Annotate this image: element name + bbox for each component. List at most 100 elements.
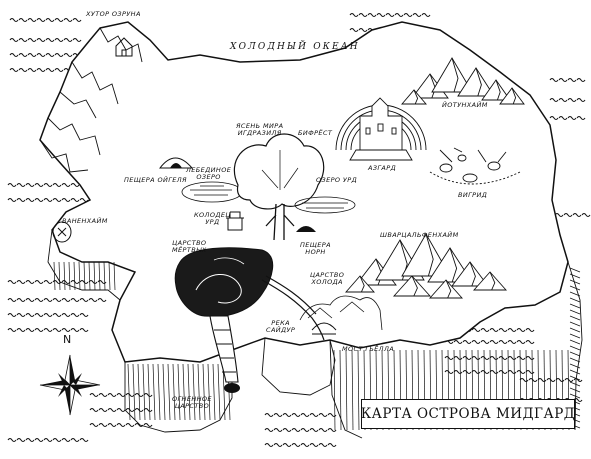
cliff-hatch-line xyxy=(569,267,581,273)
wave-mark xyxy=(52,297,62,303)
wave-mark xyxy=(70,197,80,203)
wave-mark xyxy=(573,377,583,383)
wave-mark xyxy=(70,312,80,318)
wave-mark xyxy=(9,37,19,43)
wave-mark xyxy=(573,397,583,403)
cliff-hatch-line xyxy=(569,291,581,297)
wave-mark xyxy=(558,77,568,83)
wave-mark xyxy=(537,377,547,383)
wave-mark xyxy=(555,377,565,383)
wave-mark xyxy=(16,437,26,443)
label-asgard: АЗГАРД xyxy=(368,164,397,172)
wave-mark xyxy=(516,369,526,375)
wave-mark xyxy=(16,327,26,333)
wave-mark xyxy=(453,355,463,361)
wave-mark xyxy=(16,297,26,303)
wave-mark xyxy=(564,377,574,383)
wave-mark xyxy=(480,339,490,345)
label-peshchera-ojgela: ПЕЩЕРА ОЙГЕЛЯ xyxy=(124,176,187,184)
label-vigrid: ВИГРИД xyxy=(458,191,488,199)
vigrid-battlefield xyxy=(429,147,521,185)
wave-mark xyxy=(125,422,135,428)
wave-mark xyxy=(63,17,73,23)
fire-realm-opening xyxy=(224,383,240,393)
cliff-hatch-line xyxy=(73,261,76,291)
svartalfheim-mountains xyxy=(345,233,508,299)
wave-mark xyxy=(18,67,28,73)
wave-mark xyxy=(412,12,422,18)
wave-mark xyxy=(264,427,274,433)
wave-mark xyxy=(9,67,19,73)
cliff-hatch-line xyxy=(98,261,101,291)
wave-mark xyxy=(43,279,53,285)
cliff-hatch-line xyxy=(569,333,581,339)
wave-mark xyxy=(88,297,98,303)
cliff-hatch-line xyxy=(147,363,151,421)
wave-mark xyxy=(134,407,144,413)
wave-mark xyxy=(489,369,499,375)
mountain-peak xyxy=(401,89,427,105)
wave-mark xyxy=(36,17,46,23)
wave-mark xyxy=(327,427,337,433)
wave-mark xyxy=(394,12,404,18)
wave-mark xyxy=(462,369,472,375)
wave-mark xyxy=(528,377,538,383)
cliff-hatch-line xyxy=(192,363,196,421)
wave-mark xyxy=(507,355,517,361)
wave-mark xyxy=(25,279,35,285)
wave-mark xyxy=(134,422,144,428)
wave-mark xyxy=(300,442,310,448)
wave-mark xyxy=(89,407,99,413)
cliff-hatch-line xyxy=(333,349,336,431)
wave-mark xyxy=(264,412,274,418)
wave-mark xyxy=(358,27,368,33)
wave-mark xyxy=(70,297,80,303)
cliff-hatch-line xyxy=(152,363,156,421)
cliff-hatch-line xyxy=(569,303,581,309)
mountain-peak xyxy=(481,79,511,101)
map-title: КАРТА ОСТРОВА МИДГАРД xyxy=(360,406,576,422)
wave-mark xyxy=(54,52,64,58)
wave-mark xyxy=(63,37,73,43)
wave-mark xyxy=(318,442,328,448)
wave-mark xyxy=(98,422,108,428)
wave-mark xyxy=(567,97,577,103)
wave-mark xyxy=(549,115,559,121)
wave-mark xyxy=(507,339,517,345)
cliff-hatch-line xyxy=(58,261,61,291)
wave-mark xyxy=(385,12,395,18)
wave-mark xyxy=(43,297,53,303)
cliff-hatch-line xyxy=(569,285,581,291)
label-svarcalfenhajm: ШВАРЦАЛЬФЕНХАЙМ xyxy=(380,231,459,239)
cliff-hatch-line xyxy=(177,363,181,421)
mountain-ridge xyxy=(425,233,434,277)
wave-mark xyxy=(421,12,431,18)
wave-mark xyxy=(300,412,310,418)
wave-mark xyxy=(27,67,37,73)
wave-mark xyxy=(525,369,535,375)
cliff-hatch-line xyxy=(569,309,581,315)
wave-mark xyxy=(318,412,328,418)
cliff-hatch-line xyxy=(569,315,581,321)
wave-mark xyxy=(7,327,17,333)
wave-mark xyxy=(282,412,292,418)
wave-mark xyxy=(70,327,80,333)
cliff-walls xyxy=(47,229,583,439)
mountain-ridge xyxy=(451,57,459,93)
cliff-hatch-line xyxy=(137,363,141,421)
wave-mark xyxy=(576,115,586,121)
wave-mark xyxy=(52,197,62,203)
cliff-hatch-line xyxy=(187,363,191,421)
wave-mark xyxy=(18,17,28,23)
wave-mark xyxy=(79,437,89,443)
wave-mark xyxy=(43,327,53,333)
wave-mark xyxy=(63,52,73,58)
wave-mark xyxy=(572,212,582,218)
wave-mark xyxy=(349,12,359,18)
cliff-hatch-line xyxy=(197,363,201,421)
label-hutor-ozruna: ХУТОР ОЗРУНА xyxy=(86,10,141,18)
